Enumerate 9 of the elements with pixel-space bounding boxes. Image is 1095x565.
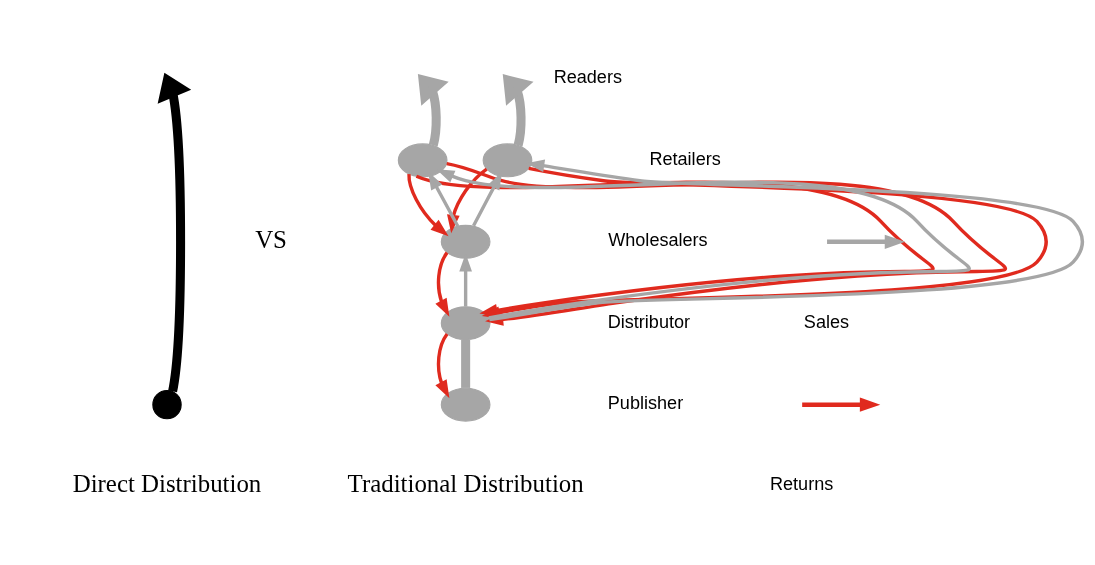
label: Traditional Distribution xyxy=(347,470,584,498)
label: Readers xyxy=(553,67,622,88)
label: Direct Distribution xyxy=(72,470,262,498)
legend-label: Sales xyxy=(803,311,850,332)
legend-label: Returns xyxy=(769,474,834,495)
label: Retailers xyxy=(649,148,721,169)
label: Distributor xyxy=(607,311,691,332)
label: Publisher xyxy=(607,392,684,413)
label: VS xyxy=(255,226,287,254)
